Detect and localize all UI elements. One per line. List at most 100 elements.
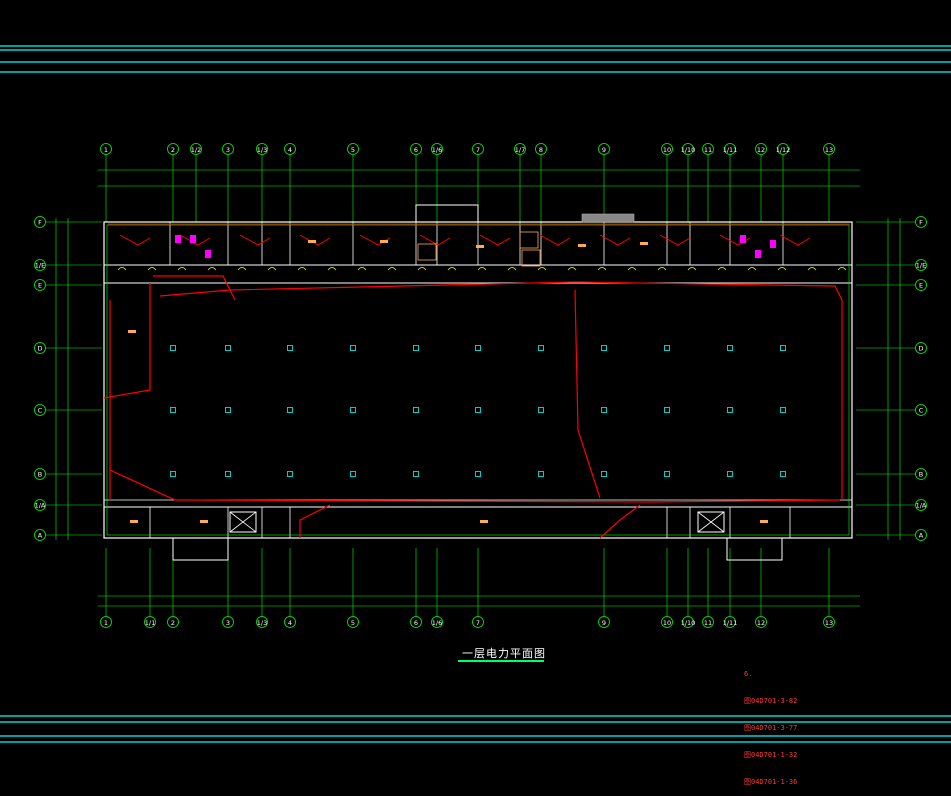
axis-label: 2 — [171, 146, 175, 154]
note-line: 图04D701-3-77 — [744, 724, 798, 732]
axis-bubble — [915, 499, 927, 511]
axis-label: 4 — [288, 146, 292, 154]
axis-label: 1 — [104, 146, 108, 154]
axis-label: 11 — [704, 146, 712, 154]
axis-bubble — [347, 616, 359, 628]
axis-bubble — [410, 143, 422, 155]
door-swing — [147, 267, 157, 271]
axis-label: 3 — [226, 146, 230, 154]
axis-label: 1/E — [916, 262, 926, 270]
axis-bubble — [702, 143, 714, 155]
note-line: 图04D701-3-82 — [744, 697, 798, 705]
axis-label: 8 — [539, 146, 543, 154]
column-marker — [170, 345, 176, 351]
axis-label: 1/10 — [681, 619, 696, 627]
door-swing — [177, 267, 187, 271]
axis-bubble — [915, 468, 927, 480]
axis-bubble — [472, 143, 484, 155]
column-marker — [350, 345, 356, 351]
axis-bubble — [284, 143, 296, 155]
door-swing — [747, 267, 757, 271]
distribution-board — [578, 244, 586, 247]
door-swing — [237, 267, 247, 271]
axis-bubble — [34, 529, 46, 541]
elevator-shaft-cross — [697, 511, 725, 533]
column-marker — [287, 471, 293, 477]
axis-label: 4 — [288, 619, 292, 627]
axis-bubble — [823, 143, 835, 155]
axis-bubble — [167, 143, 179, 155]
door-swing — [207, 267, 217, 271]
column-marker — [538, 471, 544, 477]
axis-label: 1/6 — [432, 146, 442, 154]
toilet-fixture — [740, 235, 746, 243]
axis-bubble — [915, 259, 927, 271]
axis-bubble — [34, 342, 46, 354]
door-swing — [837, 267, 847, 271]
stair-box — [519, 231, 539, 249]
axis-bubble — [34, 259, 46, 271]
elevator-shaft — [229, 511, 257, 533]
axis-label: 9 — [602, 619, 606, 627]
axis-bubble — [777, 143, 789, 155]
column-marker — [350, 471, 356, 477]
building-outline — [103, 221, 853, 539]
axis-bubble — [661, 616, 673, 628]
column-marker — [225, 407, 231, 413]
distribution-board — [128, 330, 136, 333]
axis-bubble — [256, 143, 268, 155]
axis-label: A — [38, 532, 43, 540]
distribution-board — [200, 520, 208, 523]
column-marker — [601, 345, 607, 351]
axis-bubble — [34, 404, 46, 416]
elevator-shaft — [697, 511, 725, 533]
stair-box — [417, 243, 437, 261]
circuit-run — [109, 469, 841, 503]
circuit-run — [119, 234, 151, 246]
door-swing — [477, 267, 487, 271]
circuit-run — [539, 234, 571, 246]
axis-label: C — [919, 407, 924, 415]
column-marker — [664, 407, 670, 413]
axis-bubble — [682, 143, 694, 155]
circuit-run — [159, 281, 843, 500]
column-marker — [475, 407, 481, 413]
door-swing — [447, 267, 457, 271]
axis-bubble — [222, 616, 234, 628]
distribution-board — [640, 242, 648, 245]
axis-label: 1 — [104, 619, 108, 627]
axis-bubble — [100, 143, 112, 155]
drawing-title: 一层电力平面图 — [462, 647, 546, 660]
axis-label: 13 — [825, 619, 833, 627]
south-canopy — [726, 537, 783, 561]
column-marker — [413, 345, 419, 351]
axis-label: 5 — [351, 619, 355, 627]
door-swing — [357, 267, 367, 271]
axis-label: 13 — [825, 146, 833, 154]
column-marker — [225, 345, 231, 351]
note-line: 图04D701-1-32 — [744, 751, 798, 759]
axis-label: 1/10 — [681, 146, 696, 154]
title-underline — [458, 660, 544, 662]
axis-label: 1/A — [916, 502, 927, 510]
circuit-run — [179, 234, 211, 246]
circuit-run — [153, 275, 236, 301]
door-swing — [327, 267, 337, 271]
axis-bubble — [755, 616, 767, 628]
axis-label: 6 — [414, 619, 418, 627]
circuit-run — [779, 234, 811, 246]
column-marker — [538, 407, 544, 413]
axis-bubble — [915, 529, 927, 541]
door-swing — [627, 267, 637, 271]
distribution-board — [308, 240, 316, 243]
axis-bubble — [34, 499, 46, 511]
axis-bubble — [167, 616, 179, 628]
door-swing — [717, 267, 727, 271]
axis-label: A — [919, 532, 924, 540]
axis-label: 3 — [226, 619, 230, 627]
distribution-board — [380, 240, 388, 243]
axis-bubble — [661, 143, 673, 155]
axis-label: 1/12 — [776, 146, 791, 154]
axis-label: 1/6 — [432, 619, 442, 627]
axis-label: E — [919, 282, 923, 290]
